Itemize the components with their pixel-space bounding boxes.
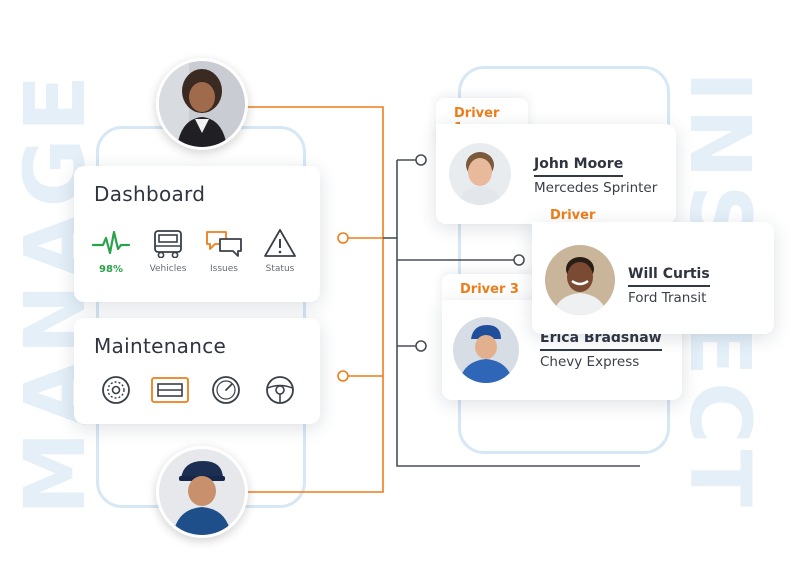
driver3-name: Erica Bradshaw: [540, 330, 662, 351]
dark-connector-trunk: [396, 160, 640, 467]
gauge-icon: [212, 376, 240, 404]
maintenance-item-oil-filter[interactable]: [148, 374, 192, 406]
maintenance-connector-node: [337, 370, 349, 382]
dashboard-item-health[interactable]: 98%: [89, 228, 133, 275]
maintenance-item-tire[interactable]: [94, 374, 138, 406]
driver3-vehicle: Chevy Express: [540, 354, 640, 370]
driver1-avatar: [446, 140, 514, 208]
driver2-name: Will Curtis: [628, 266, 710, 287]
dashboard-card[interactable]: Dashboard 98% Vehicles Issues Status: [74, 166, 320, 302]
driver2-photo: [545, 245, 615, 315]
chat-bubbles-icon: [206, 231, 242, 257]
driver1-connector-node: [415, 154, 427, 166]
tire-icon: [102, 376, 130, 404]
dashboard-issues-label: Issues: [210, 264, 238, 274]
oil-filter-icon: [151, 377, 189, 403]
driver3-tab[interactable]: Driver 3: [442, 274, 538, 303]
technician-avatar: [156, 446, 248, 538]
dashboard-title: Dashboard: [94, 182, 206, 206]
driver1-vehicle: Mercedes Sprinter: [534, 180, 658, 196]
technician-photo: [159, 449, 245, 535]
dashboard-item-issues[interactable]: Issues: [202, 228, 246, 274]
driver3-avatar: [450, 314, 522, 386]
maintenance-card[interactable]: Maintenance: [74, 318, 320, 424]
dashboard-connector-node: [337, 232, 349, 244]
dashboard-status-label: Status: [265, 264, 295, 274]
driver1-name: John Moore: [534, 156, 624, 177]
dashboard-vehicles-label: Vehicles: [149, 264, 187, 274]
heartbeat-icon: [91, 230, 131, 255]
driver2-vehicle: Ford Transit: [628, 290, 707, 306]
orange-connector-top: [244, 106, 384, 493]
driver2-avatar: [542, 242, 618, 318]
driver2-card[interactable]: Will Curtis Ford Transit: [532, 222, 774, 334]
driver1-photo: [449, 143, 511, 205]
maintenance-item-gauge[interactable]: [204, 374, 248, 406]
steering-wheel-icon: [266, 376, 294, 404]
manager-avatar: [156, 58, 248, 150]
maintenance-item-steering[interactable]: [258, 374, 302, 406]
maintenance-title: Maintenance: [94, 334, 227, 358]
driver2-connector-node: [513, 254, 525, 266]
dashboard-health-value: 98%: [99, 264, 123, 275]
manager-photo: [159, 61, 245, 147]
dashboard-item-status[interactable]: Status: [258, 228, 302, 274]
warning-triangle-icon: [264, 229, 296, 257]
driver3-connector-node: [415, 340, 427, 352]
driver3-photo: [453, 317, 519, 383]
truck-icon: [154, 230, 182, 258]
dashboard-item-vehicles[interactable]: Vehicles: [146, 228, 190, 274]
